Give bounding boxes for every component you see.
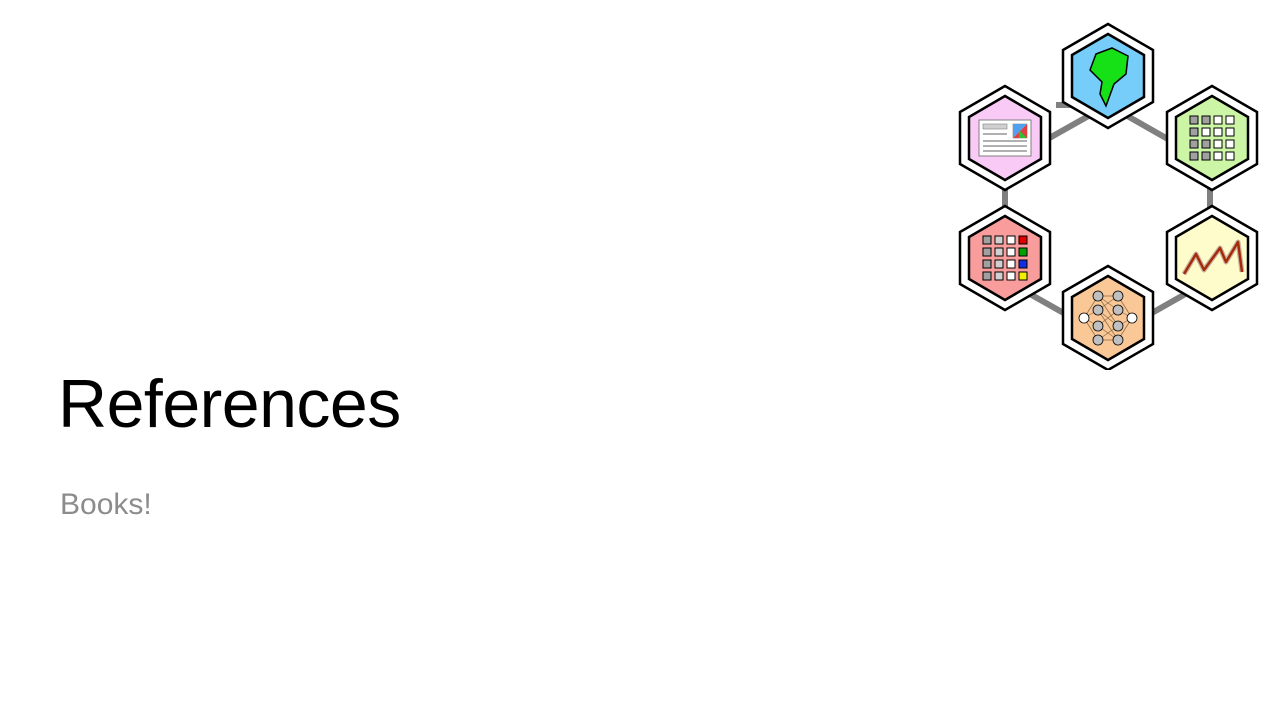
heatmap-icon: [982, 235, 1028, 281]
heatmap-hexagon: [958, 204, 1052, 312]
chart-hexagon: [1165, 204, 1259, 312]
network-hexagon: [1061, 264, 1155, 370]
grid-table-icon: [1189, 115, 1235, 161]
grid-hexagon: [1165, 84, 1259, 192]
hexagon-ring-logo: [958, 22, 1259, 370]
neural-network-icon: [1078, 290, 1138, 346]
world-map-icon: [1089, 47, 1129, 108]
map-hexagon: [1061, 22, 1155, 130]
slide-title: References: [58, 366, 401, 442]
document-icon: [978, 119, 1032, 157]
document-hexagon: [958, 84, 1052, 192]
slide-subtitle: Books!: [60, 488, 152, 521]
